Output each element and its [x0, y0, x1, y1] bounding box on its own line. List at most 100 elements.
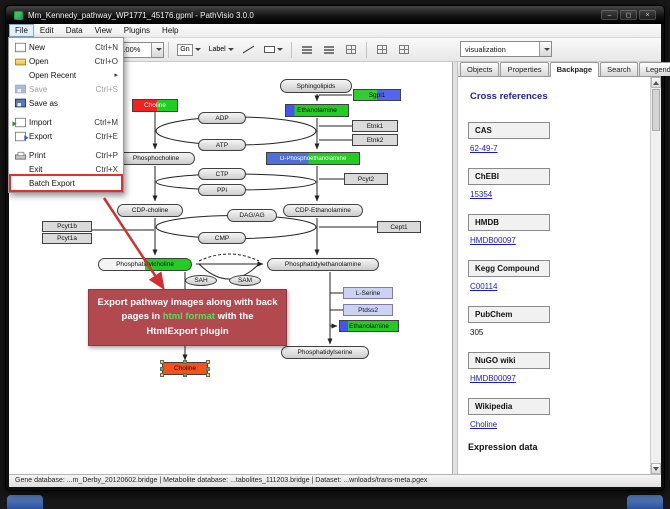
pathway-node-pcyt1b-18[interactable]: Pcyt1b: [42, 221, 92, 232]
pathway-node-etnk1-5[interactable]: Etnk1: [352, 120, 398, 132]
pathway-node-sgpl1-1[interactable]: Sgpl1: [353, 89, 401, 101]
selection-handle[interactable]: [183, 360, 187, 364]
scroll-up-button[interactable]: [651, 77, 661, 88]
table-tool-button-2[interactable]: [394, 41, 414, 59]
pathway-node-choline-28[interactable]: Choline: [160, 360, 210, 377]
panel-splitter[interactable]: [453, 62, 458, 474]
tab-backpage[interactable]: Backpage: [549, 62, 600, 77]
pathway-node-cept1-16[interactable]: Cept1: [377, 221, 421, 233]
pathway-node-sam-23[interactable]: SAM: [229, 275, 261, 286]
visualization-dropdown-icon[interactable]: [539, 42, 551, 56]
node-label: Pcyt2: [357, 175, 375, 183]
close-button[interactable]: ×: [639, 10, 656, 20]
selection-handle[interactable]: [206, 366, 210, 371]
pathway-node-phosphatidylethanolamine-21[interactable]: Phosphatidylethanolamine: [267, 258, 379, 271]
line-tool-button[interactable]: [239, 41, 259, 59]
pathway-node-phosphatidylcholine-20[interactable]: Phosphatidylcholine: [98, 258, 192, 271]
align-tool-button-1[interactable]: [297, 41, 317, 59]
pathway-node-phosphocholine-8[interactable]: Phosphocholine: [117, 152, 195, 165]
scroll-down-button[interactable]: [651, 463, 661, 474]
crossref-value: 305: [470, 328, 484, 337]
selection-handle[interactable]: [160, 366, 164, 371]
pathway-node-cdp-ethanolamine-15[interactable]: CDP-Ethanolamine: [283, 204, 363, 217]
gene-product-tool-button[interactable]: Gn: [174, 41, 203, 59]
menu-file[interactable]: File: [9, 24, 34, 37]
file-menu-item-batch-export[interactable]: Batch Export: [9, 174, 123, 192]
align-icon: [323, 45, 334, 48]
scroll-down-icon: [653, 466, 659, 471]
visualization-combobox[interactable]: visualization: [460, 41, 552, 57]
selection-handle[interactable]: [160, 373, 164, 377]
menu-plugins[interactable]: Plugins: [123, 26, 151, 35]
stack-icon: [345, 45, 356, 54]
crossref-link[interactable]: 15354: [470, 190, 493, 199]
tab-objects[interactable]: Objects: [460, 62, 500, 76]
pathway-node-phosphatidylserine-27[interactable]: Phosphatidylserine: [281, 346, 369, 359]
crossref-link[interactable]: HMDB00097: [470, 374, 516, 383]
node-label: Cept1: [390, 223, 408, 231]
pathway-node-pcyt2-11[interactable]: Pcyt2: [344, 173, 388, 185]
menu-edit[interactable]: Edit: [39, 26, 54, 35]
menu-view[interactable]: View: [94, 26, 112, 35]
tab-search[interactable]: Search: [600, 62, 638, 76]
node-label: Phosphocholine: [132, 155, 180, 162]
selection-handle[interactable]: [206, 373, 210, 377]
pathway-node-atp-7[interactable]: ATP: [198, 139, 246, 151]
selection-handle[interactable]: [206, 360, 210, 364]
pathway-node-sah-22[interactable]: SAH: [185, 275, 217, 286]
scroll-up-icon: [653, 80, 659, 85]
table-tool-button-1[interactable]: [372, 41, 392, 59]
open-folder-icon: [14, 58, 27, 66]
zoom-dropdown-icon[interactable]: [151, 42, 164, 57]
pathway-node-sphingolipids-0[interactable]: Sphingolipids: [280, 79, 352, 93]
crossref-link[interactable]: Choline: [470, 420, 498, 429]
menu-data[interactable]: Data: [65, 26, 83, 35]
pathway-node-ctp-10[interactable]: CTP: [198, 168, 246, 180]
crossref-link[interactable]: 62-49-7: [470, 144, 498, 153]
align-tool-button-2[interactable]: [319, 41, 339, 59]
taskbar-fragment-right: [627, 495, 663, 509]
pathway-node-ethanolamine-26[interactable]: Ethanolamine: [339, 320, 399, 332]
pathway-node-cdp-choline-13[interactable]: CDP-choline: [117, 204, 183, 217]
maximize-button[interactable]: ◻: [620, 10, 637, 20]
file-menu-item-label: Exit: [29, 164, 43, 174]
file-menu-item-save-as[interactable]: Save as: [11, 96, 121, 110]
menu-help[interactable]: Help: [162, 26, 179, 35]
selection-handle[interactable]: [183, 373, 187, 377]
file-menu-item-open-recent[interactable]: Open Recent▸: [11, 68, 121, 82]
tab-legend[interactable]: Legend: [638, 62, 670, 76]
title-bar[interactable]: Mm_Kennedy_pathway_WP1771_45176.gpml - P…: [6, 6, 664, 24]
label-tool-button[interactable]: Label: [206, 41, 237, 59]
stack-tool-button[interactable]: [341, 41, 361, 59]
crossref-link[interactable]: C00114: [470, 282, 498, 291]
pathway-node-etnk2-6[interactable]: Etnk2: [352, 134, 398, 146]
pathway-node-dag-ag-14[interactable]: DAG/AG: [227, 209, 277, 222]
side-panel-scrollbar[interactable]: [650, 77, 661, 474]
pathway-node-cmp-17[interactable]: CMP: [198, 232, 246, 244]
pathway-node-l-serine-24[interactable]: L-Serine: [343, 287, 393, 299]
zoom-combobox[interactable]: 100%: [116, 41, 165, 58]
minimize-button[interactable]: –: [601, 10, 618, 20]
section-header: PubChem: [468, 306, 550, 323]
shape-tool-button[interactable]: [261, 41, 286, 59]
pathway-node-ethanolamine-3[interactable]: Ethanolamine: [285, 104, 349, 117]
pathway-node-ptdss2-25[interactable]: Ptdss2: [343, 304, 393, 316]
pathway-node-adp-4[interactable]: ADP: [198, 112, 246, 124]
tab-properties[interactable]: Properties: [500, 62, 549, 76]
selection-handle[interactable]: [160, 360, 164, 364]
scrollbar-thumb[interactable]: [652, 89, 660, 131]
pathway-node-o-phosphoethanolamine-9[interactable]: O-Phosphoethanolamine: [266, 152, 360, 165]
pathway-node-choline-2[interactable]: Choline: [132, 99, 178, 112]
pathway-node-pcyt1a-19[interactable]: Pcyt1a: [42, 233, 92, 244]
pathway-node-ppi-12[interactable]: PPi: [198, 184, 246, 196]
crossref-link[interactable]: HMDB00097: [470, 236, 516, 245]
